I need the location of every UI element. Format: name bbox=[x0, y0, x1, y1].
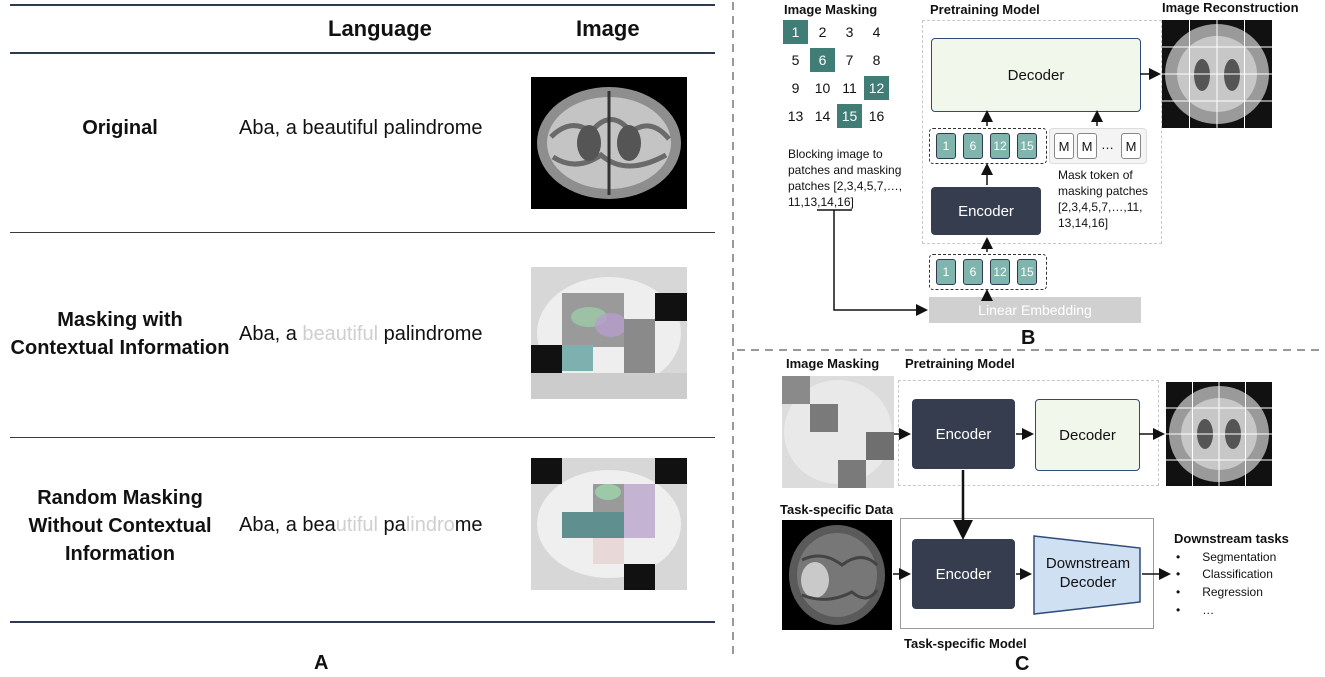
row-divider-2 bbox=[10, 437, 715, 438]
c-task-item: •Classification bbox=[1176, 567, 1273, 581]
c-downstream-title: Downstream tasks bbox=[1174, 531, 1289, 546]
visible-patch-token: 15 bbox=[1017, 259, 1037, 285]
brain-random-masked-image bbox=[531, 458, 687, 590]
row-label-random-masking: Random Masking Without Contextual Inform… bbox=[28, 487, 212, 565]
b-blocking-description: Blocking image to patches and masking pa… bbox=[788, 147, 903, 209]
grid-cell: 10 bbox=[814, 80, 831, 96]
grid-cell: 2 bbox=[818, 24, 827, 40]
c-task-model-title: Task-specific Model bbox=[904, 636, 1027, 651]
grid-cell: 11 bbox=[842, 80, 857, 96]
grid-cell: 15 bbox=[837, 104, 862, 128]
c-downstream-decoder-shape bbox=[1033, 535, 1141, 615]
visible-patch-token: 15 bbox=[1017, 133, 1037, 159]
panel-c-letter: C bbox=[1015, 653, 1030, 675]
brain-original-image bbox=[531, 77, 687, 209]
visible-patch-token: 1 bbox=[936, 259, 956, 285]
table-bottom-rule bbox=[10, 621, 715, 623]
b-pretraining-frame bbox=[922, 20, 1162, 244]
visible-patch-token: 6 bbox=[963, 259, 983, 285]
b-pretraining-title: Pretraining Model bbox=[930, 2, 1040, 17]
phrase-random-masking: Aba, a beautiful palindrome bbox=[239, 514, 483, 536]
c-reconstructed-image bbox=[1166, 382, 1272, 486]
column-header-language: Language bbox=[328, 16, 432, 41]
b-mask-description: Mask token of masking patches [2,3,4,5,7… bbox=[1058, 168, 1149, 230]
header-rule bbox=[10, 52, 715, 54]
grid-cell: 13 bbox=[787, 108, 804, 124]
phrase-original: Aba, a beautiful palindrome bbox=[239, 117, 483, 139]
b-linear-embedding: Linear Embedding bbox=[929, 297, 1141, 323]
brain-masked-contextual-image bbox=[531, 267, 687, 399]
b-decoder-box: Decoder bbox=[931, 38, 1141, 112]
mask-token: M bbox=[1121, 133, 1141, 159]
c-task-item: •… bbox=[1176, 603, 1215, 617]
grid-cell: 9 bbox=[791, 80, 800, 96]
c-encoder-box: Encoder bbox=[912, 399, 1015, 469]
grid-cell: 6 bbox=[810, 48, 835, 72]
c-task-data-image bbox=[782, 520, 892, 630]
grid-cell: 16 bbox=[868, 108, 885, 124]
b-image-masking-title: Image Masking bbox=[784, 2, 878, 17]
visible-patch-token: 1 bbox=[936, 133, 956, 159]
visible-patch-token: 12 bbox=[990, 133, 1010, 159]
grid-cell: 1 bbox=[783, 20, 808, 44]
c-task-item: •Segmentation bbox=[1176, 550, 1277, 564]
mask-token: M bbox=[1054, 133, 1074, 159]
c-downstream-decoder-label: Downstream Decoder bbox=[1045, 555, 1131, 591]
row-label-masking-contextual: Masking with Contextual Information bbox=[10, 309, 230, 359]
panel-a-letter: A bbox=[314, 652, 329, 674]
mask-token: M bbox=[1077, 133, 1097, 159]
b-reconstruction-title: Image Reconstruction bbox=[1162, 0, 1299, 15]
table-top-rule bbox=[10, 4, 715, 6]
row-label-original: Original bbox=[82, 117, 158, 139]
phrase-masking-contextual: Aba, a beautiful palindrome bbox=[239, 323, 483, 345]
grid-cell: 4 bbox=[872, 24, 881, 40]
c-task-data-title: Task-specific Data bbox=[780, 502, 894, 517]
c-masked-input-image bbox=[782, 376, 894, 488]
grid-cell: 14 bbox=[814, 108, 831, 124]
visible-patch-token: 6 bbox=[963, 133, 983, 159]
column-header-image: Image bbox=[576, 16, 640, 41]
b-reconstructed-image bbox=[1162, 20, 1272, 128]
b-encoder-box: Encoder bbox=[931, 187, 1041, 235]
c-pretraining-title: Pretraining Model bbox=[905, 356, 1015, 371]
grid-cell: 5 bbox=[791, 52, 800, 68]
c-task-item: •Regression bbox=[1176, 585, 1263, 599]
grid-cell: 3 bbox=[845, 24, 854, 40]
row-divider-1 bbox=[10, 232, 715, 233]
grid-cell: 7 bbox=[845, 52, 854, 68]
c-decoder-box: Decoder bbox=[1035, 399, 1140, 471]
c-task-encoder-box: Encoder bbox=[912, 539, 1015, 609]
c-image-masking-title: Image Masking bbox=[786, 356, 880, 371]
mask-token-ellipsis: … bbox=[1101, 137, 1114, 152]
panel-b-letter: B bbox=[1021, 327, 1036, 349]
grid-cell: 12 bbox=[864, 76, 889, 100]
visible-patch-token: 12 bbox=[990, 259, 1010, 285]
grid-cell: 8 bbox=[872, 52, 881, 68]
